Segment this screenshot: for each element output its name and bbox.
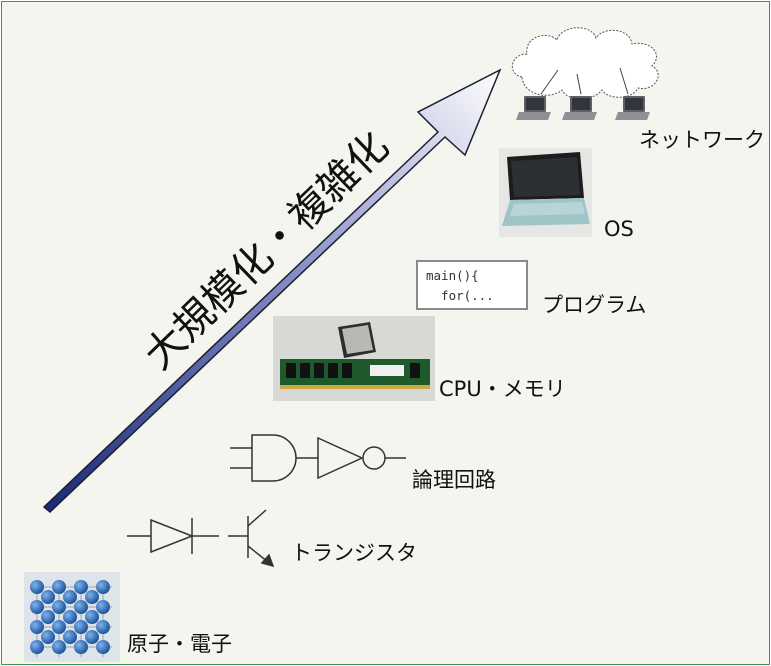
code-snippet-box: main(){ for(... xyxy=(416,260,528,310)
photo-cpu-memory xyxy=(273,316,435,401)
network-illustration xyxy=(512,27,659,120)
cloud-icon xyxy=(512,27,659,100)
label-logic-circuit: 論理回路 xyxy=(412,468,496,492)
label-program: プログラム xyxy=(542,293,647,317)
label-network: ネットワーク xyxy=(639,128,765,152)
label-transistor: トランジスタ xyxy=(291,541,417,565)
photo-laptop xyxy=(499,148,592,237)
crystal-lattice-icon xyxy=(24,572,120,662)
transistor-icon xyxy=(228,509,275,568)
diode-icon xyxy=(127,518,219,554)
code-line: main(){ xyxy=(426,268,479,283)
label-cpu-memory: CPU・メモリ xyxy=(439,377,566,401)
laptop-icon xyxy=(562,96,597,120)
label-atom-electron: 原子・電子 xyxy=(127,632,232,656)
laptop-icon xyxy=(615,96,650,120)
growth-arrow xyxy=(42,68,502,514)
label-os: OS xyxy=(604,217,634,241)
code-line: for(... xyxy=(426,288,494,303)
and-gate-icon xyxy=(230,434,318,482)
laptop-icon xyxy=(516,96,551,120)
not-gate-icon xyxy=(317,436,406,480)
